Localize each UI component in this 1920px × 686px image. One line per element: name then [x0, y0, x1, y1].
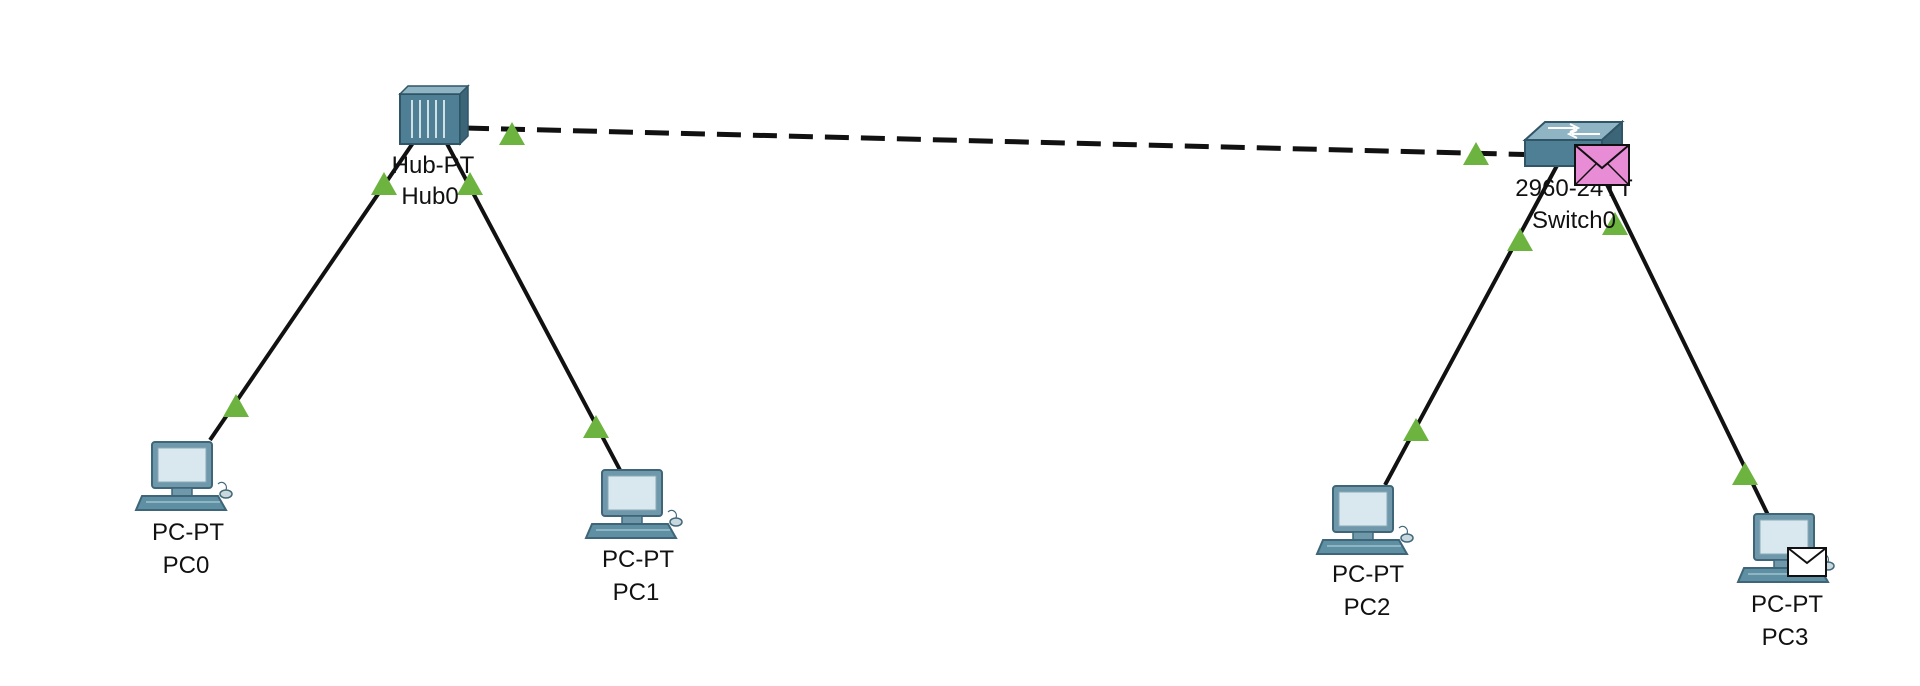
link-switch0-pc3[interactable] [1593, 159, 1770, 516]
device-model-label: PC-PT [152, 519, 224, 546]
link-up-icon [1403, 418, 1429, 441]
device-model-label: PC-PT [602, 546, 674, 573]
envelope-icon[interactable] [1574, 144, 1630, 186]
link-up-icon [499, 122, 525, 145]
link-up-icon [371, 172, 397, 195]
link-up-icon [457, 172, 483, 195]
link-up-icon [223, 394, 249, 417]
device-name-label: Hub0 [401, 183, 458, 210]
link-up-icon [583, 415, 609, 438]
link-up-icon [1507, 228, 1533, 251]
link-up-icon [1732, 462, 1758, 485]
device-name-label: PC2 [1344, 594, 1391, 621]
device-hub0[interactable]: Hub-PT Hub0 [392, 84, 475, 210]
link-up-icon [1463, 142, 1489, 165]
device-name-label: Switch0 [1532, 207, 1616, 234]
device-pc2[interactable]: PC-PT PC2 [1316, 485, 1414, 621]
device-model-label: Hub-PT [392, 152, 475, 179]
link-status-layer [223, 122, 1758, 485]
device-model-label: PC-PT [1751, 591, 1823, 618]
device-pc3[interactable]: PC-PT PC3 [1737, 513, 1835, 651]
device-name-label: PC1 [613, 579, 660, 606]
envelope-icon[interactable] [1787, 547, 1827, 577]
device-switch0[interactable]: 2960-24TT Switch0 [1515, 119, 1633, 234]
pc-icon [1316, 485, 1414, 555]
device-name-label: PC0 [163, 552, 210, 579]
device-model-label: PC-PT [1332, 561, 1404, 588]
pc-icon [585, 469, 683, 539]
link-hub0-switch0[interactable] [464, 125, 1546, 158]
pc-icon [135, 441, 233, 511]
hub-icon [398, 84, 470, 146]
device-pc1[interactable]: PC-PT PC1 [585, 469, 683, 606]
device-name-label: PC3 [1762, 624, 1809, 651]
device-pc0[interactable]: PC-PT PC0 [135, 441, 233, 579]
link-up-icon [1602, 212, 1628, 235]
